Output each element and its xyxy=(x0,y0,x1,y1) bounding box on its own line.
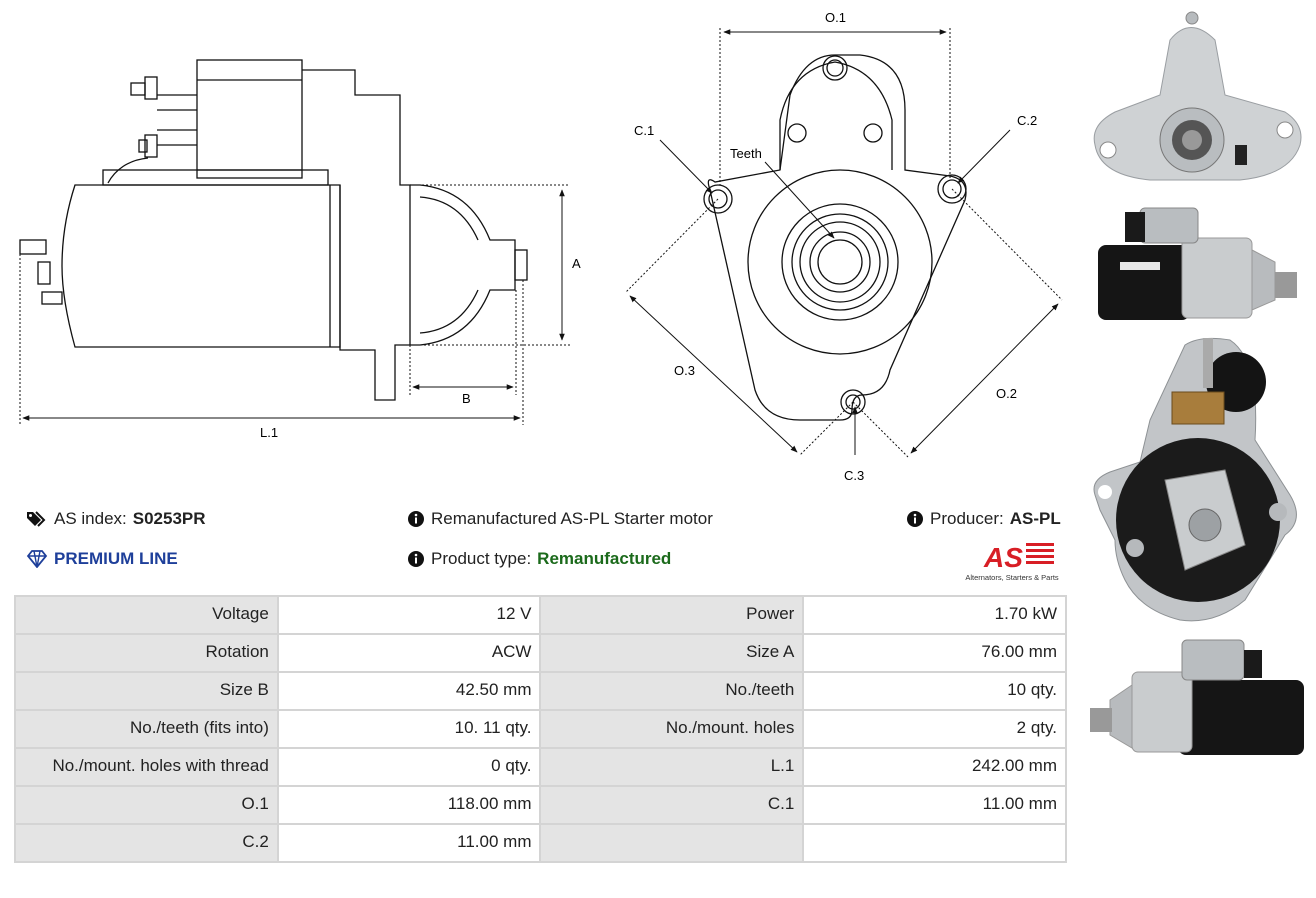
label-o2: O.2 xyxy=(996,386,1017,401)
premium-line: PREMIUM LINE xyxy=(26,549,178,569)
logo-tagline: Alternators, Starters & Parts xyxy=(965,573,1059,582)
spec-value: 12 V xyxy=(276,595,542,635)
label-c1: C.1 xyxy=(634,123,654,138)
svg-text:AS: AS xyxy=(983,542,1023,573)
spec-label: No./mount. holes with thread xyxy=(14,747,279,787)
info-icon xyxy=(408,551,424,567)
label-l1: L.1 xyxy=(260,425,278,440)
as-pl-logo: AS Alternators, Starters & Parts xyxy=(965,542,1059,582)
producer-value: AS-PL xyxy=(1009,509,1061,528)
spec-label: No./mount. holes xyxy=(539,709,805,749)
spec-label: C.1 xyxy=(539,785,805,825)
front-dimensions xyxy=(625,28,1063,458)
spec-label xyxy=(539,823,805,863)
front-view xyxy=(703,54,967,421)
spec-label: No./teeth (fits into) xyxy=(14,709,279,749)
product-type-label: Product type: xyxy=(431,549,532,568)
spec-value xyxy=(802,823,1067,863)
label-a: A xyxy=(572,256,581,271)
product-photos xyxy=(1090,11,1304,755)
spec-label: No./teeth xyxy=(539,671,805,711)
label-c3: C.3 xyxy=(844,468,864,483)
photo-side-2 xyxy=(1090,639,1304,755)
product-type-value: Remanufactured xyxy=(537,549,672,568)
photo-front xyxy=(1093,11,1302,181)
spec-value: 76.00 mm xyxy=(802,633,1067,673)
label-o1: O.1 xyxy=(825,10,846,25)
spec-label: Rotation xyxy=(14,633,279,673)
info-icon xyxy=(408,511,424,527)
tags-icon xyxy=(27,511,46,527)
spec-value: 1.70 kW xyxy=(802,595,1067,635)
photo-rear xyxy=(1093,337,1297,622)
as-index-value: S0253PR xyxy=(132,509,206,528)
producer-label: Producer: xyxy=(930,509,1004,528)
label-b: B xyxy=(462,391,471,406)
spec-row: No./teeth (fits into)10. 11 qty.No./moun… xyxy=(14,709,1067,749)
spec-value: 118.00 mm xyxy=(276,785,542,825)
spec-label: Power xyxy=(539,595,805,635)
diamond-icon xyxy=(26,550,48,568)
spec-value: 42.50 mm xyxy=(276,671,542,711)
photo-side-1 xyxy=(1098,207,1297,320)
spec-value: 0 qty. xyxy=(276,747,542,787)
spec-label: O.1 xyxy=(14,785,279,825)
label-o3: O.3 xyxy=(674,363,695,378)
spec-value: 242.00 mm xyxy=(802,747,1067,787)
product-type: Product type: Remanufactured xyxy=(407,549,671,569)
side-view xyxy=(19,59,528,401)
spec-value: 2 qty. xyxy=(802,709,1067,749)
spec-value: 10. 11 qty. xyxy=(276,709,542,749)
as-index-label: AS index: xyxy=(54,509,127,528)
premium-line-label: PREMIUM LINE xyxy=(54,549,178,568)
description-text: Remanufactured AS-PL Starter motor xyxy=(431,509,713,528)
spec-label: Size A xyxy=(539,633,805,673)
spec-value: 10 qty. xyxy=(802,671,1067,711)
spec-value: 11.00 mm xyxy=(276,823,542,863)
producer: Producer: AS-PL xyxy=(906,509,1061,529)
spec-label: Voltage xyxy=(14,595,279,635)
spec-label: Size B xyxy=(14,671,279,711)
label-c2: C.2 xyxy=(1017,113,1037,128)
spec-label: L.1 xyxy=(539,747,805,787)
spec-value: 11.00 mm xyxy=(802,785,1067,825)
as-index: AS index: S0253PR xyxy=(26,509,206,529)
spec-value: ACW xyxy=(276,633,542,673)
side-dimensions xyxy=(19,184,570,425)
info-icon xyxy=(907,511,923,527)
product-description: Remanufactured AS-PL Starter motor xyxy=(407,509,713,529)
label-teeth: Teeth xyxy=(730,146,762,161)
technical-drawing: A B L.1 O.1 C.1 xyxy=(19,10,1063,483)
spec-label: C.2 xyxy=(14,823,279,863)
